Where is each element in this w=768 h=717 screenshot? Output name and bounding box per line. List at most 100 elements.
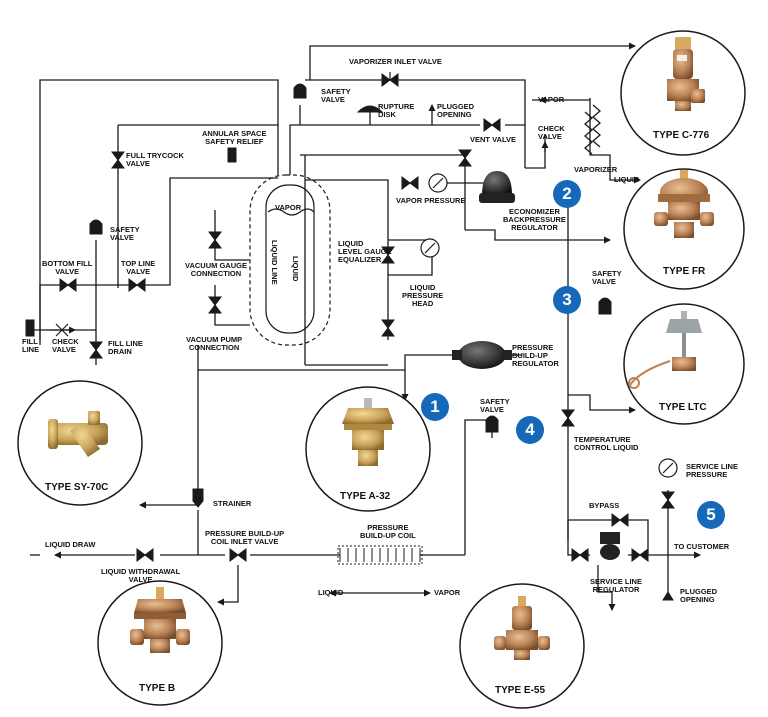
vaporizer-coil [584, 111, 593, 155]
vacuum-pump-valve [208, 296, 222, 314]
label-pressure-buildup-coil: PRESSURE BUILD-UP COIL [360, 523, 416, 540]
vent-valve [483, 118, 501, 132]
label-vent-valve: VENT VALVE [470, 135, 516, 144]
label-service-line-pressure: SERVICE LINE PRESSURE [686, 462, 738, 479]
typeb-regulator-image [130, 587, 190, 653]
label-liquid-withdrawal: LIQUID WITHDRAWAL VALVE [101, 567, 181, 584]
safety-valve-left [89, 219, 103, 235]
label-safety-valve-4: SAFETY VALVE [480, 397, 510, 414]
annular-relief [227, 147, 237, 163]
label-pressure-buildup-inlet: PRESSURE BUILD-UP COIL INLET VALVE [205, 529, 285, 546]
pressure-buildup-coil [337, 545, 423, 565]
pipe-vacuum-pump [214, 285, 250, 326]
ltc-valve-image [628, 311, 702, 389]
vaporizer-inlet-valve [381, 72, 399, 87]
label-temperature-control: TEMPERATURE CONTROL LIQUID [574, 435, 639, 452]
rupture-disk-cap [356, 105, 384, 113]
safety-valve-4 [485, 415, 499, 433]
label-vacuum-gauge: VACUUM GAUGE CONNECTION [185, 261, 247, 278]
cryogenic-tank [249, 174, 331, 346]
temperature-control-valve [561, 409, 575, 427]
economizer-regulator [479, 171, 515, 203]
label-plugged-opening-top: PLUGGED OPENING [437, 102, 475, 119]
label-vapor-bottom: VAPOR [434, 588, 461, 597]
safety-valve-top [293, 83, 307, 99]
vapor-pressure-valve [401, 176, 419, 190]
tank-outer-jacket [249, 174, 331, 346]
badge-4: 4 [516, 416, 544, 444]
label-service-line-regulator: SERVICE LINE REGULATOR [590, 577, 642, 594]
label-liquid-line: LIQUID LINE [270, 240, 279, 285]
pipe-vacuum-gauge [214, 210, 250, 261]
bottom-fill-valve [59, 278, 77, 292]
top-line-valve [128, 278, 146, 292]
pipe-level-gauge [305, 179, 389, 340]
label-rupture-disk: RUPTURE DISK [378, 102, 415, 119]
economizer-inlet-valve [458, 149, 472, 167]
caption-fr: TYPE FR [663, 266, 706, 277]
caption-typeb: TYPE B [139, 683, 176, 694]
service-pressure-valve [661, 491, 675, 509]
label-safety-valve-3: SAFETY VALVE [592, 269, 622, 286]
label-top-line: TOP LINE VALVE [121, 259, 156, 276]
pipe-to-c776 [309, 42, 636, 80]
label-liquid-bottom: LIQUID [318, 588, 344, 597]
badge-3: 3 [553, 286, 581, 314]
gauges [420, 173, 678, 478]
caption-a32: TYPE A-32 [340, 491, 391, 502]
badge-1: 1 [421, 393, 449, 421]
label-liquid-draw: LIQUID DRAW [45, 540, 96, 549]
label-liquid-pressure-head: LIQUID PRESSURE HEAD [402, 283, 444, 308]
pipe-to-fr [465, 229, 611, 244]
caption-ltc: TYPE LTC [659, 402, 707, 413]
vaporizer-coil-2 [592, 104, 601, 148]
pipe-topline [40, 177, 278, 286]
label-pressure-buildup-reg: PRESSURE BUILD-UP REGULATOR [512, 343, 559, 368]
caption-e55: TYPE E-55 [495, 685, 546, 696]
tank-inner-vessel [265, 184, 315, 334]
product-images [48, 37, 714, 660]
full-trycock-valve [111, 151, 125, 169]
caption-sy70c: TYPE SY-70C [45, 482, 109, 493]
badge-2: 2 [553, 180, 581, 208]
service-outlet-valve [631, 548, 649, 562]
pipe-coil-out [464, 419, 493, 555]
service-line-regulator [600, 532, 620, 560]
safety-valve-3 [598, 297, 612, 315]
regulators [452, 171, 620, 560]
label-bottom-fill: BOTTOM FILL VALVE [42, 259, 93, 276]
label-vapor-pressure: VAPOR PRESSURE [396, 196, 466, 205]
sy70c-strainer-image [48, 411, 108, 457]
valves [25, 72, 675, 601]
pipe-bypass [567, 519, 612, 540]
level-gauge-valve-bottom [381, 319, 395, 337]
liquid-withdrawal-valve [136, 548, 154, 562]
label-check-valve-left: CHECK VALVE [52, 337, 79, 354]
bypass-valve [611, 513, 629, 527]
pipe-bypass-out [628, 519, 649, 555]
badge-5: 5 [697, 501, 725, 529]
fr-regulator-image [654, 170, 714, 238]
e55-regulator-image [494, 596, 550, 660]
label-check-valve-right: CHECK VALVE [538, 124, 565, 141]
a32-regulator-image [342, 398, 394, 466]
label-annular-space: ANNULAR SPACE SAFETY RELIEF [202, 129, 267, 146]
label-liquid-right: LIQUID [614, 175, 640, 184]
pressure-buildup-regulator [452, 341, 512, 369]
strainer-symbol [192, 488, 204, 508]
pipe-pbr-in [404, 354, 455, 370]
pipe-rupture [300, 112, 371, 126]
label-vacuum-pump: VACUUM PUMP CONNECTION [186, 335, 243, 352]
c776-valve-image [667, 37, 705, 111]
plugged-opening-marker [662, 591, 674, 601]
fill-line-cap [25, 319, 35, 337]
pipe-top-loop [39, 79, 279, 345]
label-fill-line-drain: FILL LINE DRAIN [108, 339, 143, 356]
label-economizer: ECONOMIZER BACKPRESSURE REGULATOR [503, 207, 566, 232]
label-liquid-tank: LIQUID [291, 256, 300, 282]
check-valve-left [55, 323, 69, 337]
label-plugged-opening-bottom: PLUGGED OPENING [680, 587, 718, 604]
pipe-vaporizer-inlet [305, 79, 526, 168]
label-safety-valve-left: SAFETY VALVE [110, 225, 140, 242]
